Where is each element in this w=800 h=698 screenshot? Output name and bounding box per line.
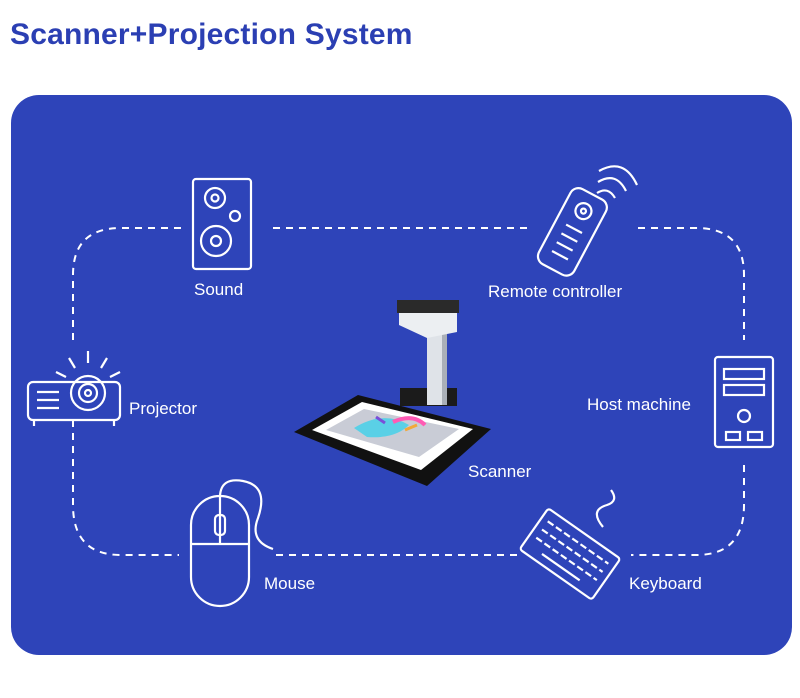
node-label-scanner: Scanner [468, 462, 532, 481]
dashed-connection-path [72, 227, 745, 556]
speaker-icon [191, 177, 253, 271]
remote-control-icon [536, 165, 638, 277]
overhead-scanner-image [294, 300, 491, 486]
connection-diagram [26, 165, 775, 608]
pc-tower-icon [713, 355, 775, 449]
projector-icon [26, 351, 122, 426]
node-label-projector: Projector [129, 399, 198, 418]
page-title: Scanner+Projection System [10, 18, 413, 51]
node-label-mouse: Mouse [264, 574, 316, 593]
mouse-icon [189, 479, 274, 608]
diagram-panel: Sound Remote controller Projector Host m… [11, 95, 792, 655]
node-label-remote-controller: Remote controller [488, 282, 623, 301]
node-label-host-machine: Host machine [587, 395, 691, 414]
node-label-keyboard: Keyboard [629, 574, 702, 593]
node-label-sound: Sound [194, 280, 244, 299]
keyboard-icon [519, 489, 621, 600]
